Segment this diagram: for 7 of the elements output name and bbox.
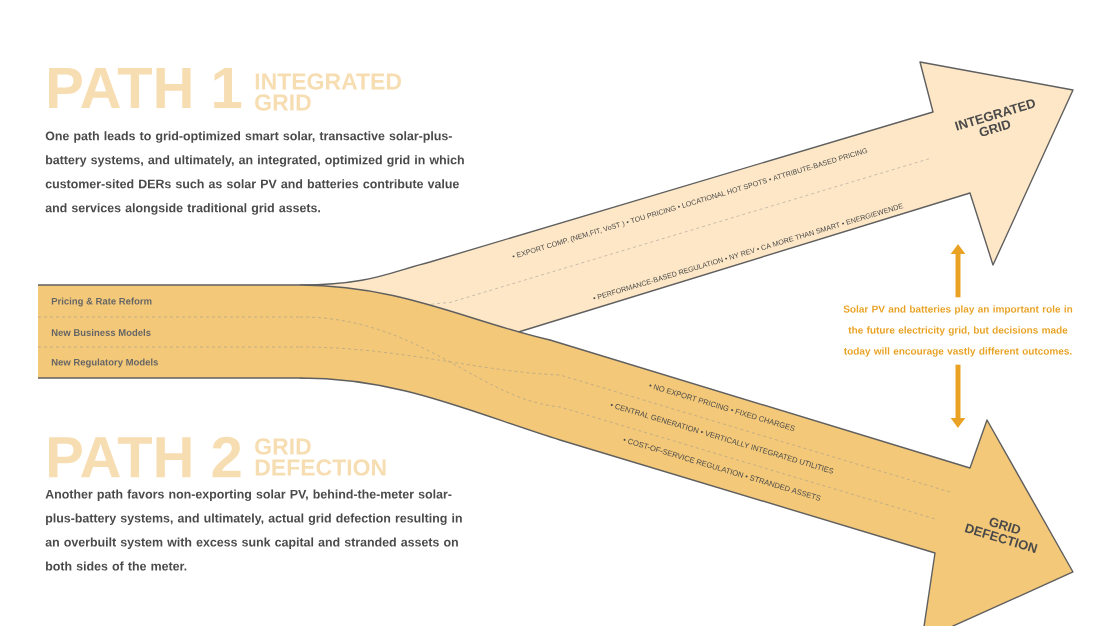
note-text: Solar PV and batteries play an important role in the future electricity grid, but decisions made today will encourage vastly different outcomes.: [843, 305, 1073, 357]
node-label: New Business Models: [51, 329, 151, 336]
trunk-band: Pricing & Rate Reform New Business Models New Regulatory Models: [37, 284, 302, 379]
node-label: New Regulatory Models: [51, 358, 158, 368]
path-heading: PATH 2: [49, 436, 241, 478]
node-label: Pricing & Rate Reform: [51, 297, 152, 307]
path-heading: PATH 1: [49, 68, 242, 108]
